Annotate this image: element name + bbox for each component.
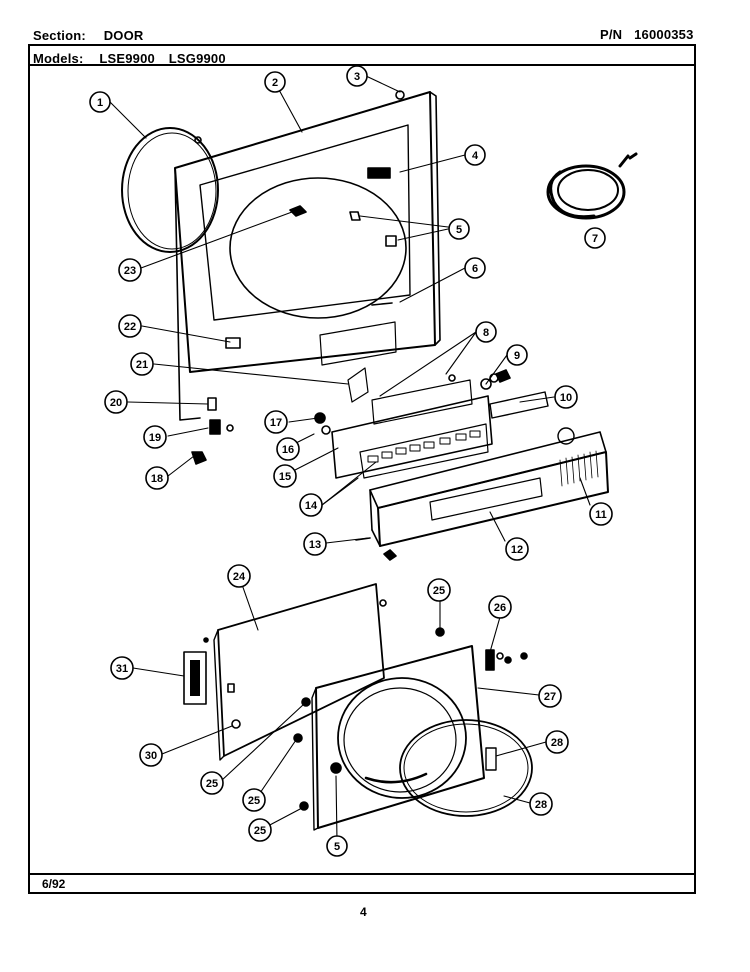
- callout-28b-text: 28: [535, 799, 547, 811]
- callout-25d: 25: [248, 818, 272, 842]
- callout-21-text: 21: [136, 359, 148, 371]
- callout-25a: 25: [427, 578, 451, 602]
- callout-14-text: 14: [305, 500, 318, 512]
- callout-13: 13: [303, 532, 327, 556]
- callout-5-text: 5: [456, 224, 462, 236]
- callout-5b: 5: [326, 835, 348, 857]
- callout-23: 23: [118, 258, 142, 282]
- callout-19-text: 19: [149, 432, 161, 444]
- callout-15: 15: [273, 464, 297, 488]
- callout-12-text: 12: [511, 544, 523, 556]
- part-inner-door-panel: [183, 583, 387, 761]
- callout-18: 18: [145, 466, 169, 490]
- callout-11: 11: [589, 502, 613, 526]
- callout-18-text: 18: [151, 473, 163, 485]
- part-number-line: P/N 16000353: [600, 27, 694, 42]
- callout-31-text: 31: [116, 663, 128, 675]
- callout-20-text: 20: [110, 397, 122, 409]
- model-1: LSE9900: [99, 51, 155, 66]
- pn-value: 16000353: [634, 27, 694, 42]
- callout-25d-text: 25: [254, 825, 266, 837]
- callout-25b-text: 25: [206, 778, 218, 790]
- section-value: DOOR: [103, 28, 144, 43]
- callout-19: 19: [143, 425, 167, 449]
- callout-30: 30: [139, 743, 163, 767]
- callout-30-text: 30: [145, 750, 157, 762]
- callout-20: 20: [104, 390, 128, 414]
- callout-labels: 1 2 3 4 5 6 7 8 9 10 11 12 13 14 15 16 1…: [0, 0, 613, 857]
- callout-4-text: 4: [472, 150, 479, 162]
- callout-3-text: 3: [354, 71, 360, 83]
- callout-25a-text: 25: [433, 585, 445, 597]
- callout-23-text: 23: [124, 265, 136, 277]
- callout-5: 5: [448, 218, 470, 240]
- revision-date: 6/92: [42, 877, 66, 891]
- part-front-panel-frame: [174, 91, 441, 421]
- callout-27: 27: [538, 684, 562, 708]
- section-label: Section:: [33, 28, 86, 43]
- callout-8: 8: [475, 321, 497, 343]
- part-outer-door-panel: [293, 627, 533, 831]
- callout-9-text: 9: [514, 350, 520, 362]
- callout-17: 17: [264, 410, 288, 434]
- callout-28a-text: 28: [551, 737, 563, 749]
- part-control-board: [314, 369, 549, 479]
- header-divider: [28, 64, 696, 66]
- callout-25c-text: 25: [248, 795, 260, 807]
- callout-6-text: 6: [472, 263, 478, 275]
- callout-16-text: 16: [282, 444, 294, 456]
- callout-1: 1: [89, 91, 111, 113]
- diagram-frame: [28, 44, 696, 894]
- frame-bracket-hardware: [191, 90, 405, 465]
- callout-14: 14: [299, 493, 323, 517]
- callout-10: 10: [554, 385, 578, 409]
- callout-1-text: 1: [97, 97, 103, 109]
- callout-26: 26: [488, 595, 512, 619]
- callout-13-text: 13: [309, 539, 321, 551]
- pn-label: P/N: [600, 27, 623, 42]
- callout-28a: 28: [545, 730, 569, 754]
- page-number: 4: [360, 905, 367, 919]
- callout-26-text: 26: [494, 602, 506, 614]
- part-gasket-ring: [121, 127, 219, 253]
- part-console-panel: [355, 427, 609, 561]
- callout-7: 7: [584, 227, 606, 249]
- model-2: LSG9900: [168, 51, 226, 66]
- models-label: Models:: [33, 51, 84, 66]
- callout-22: 22: [118, 314, 142, 338]
- callout-16: 16: [276, 437, 300, 461]
- leader-lines: [109, 75, 591, 842]
- part-wire-harness: [546, 152, 638, 220]
- callout-6: 6: [464, 257, 486, 279]
- callout-24-text: 24: [233, 571, 246, 583]
- callout-17-text: 17: [270, 417, 282, 429]
- callout-10-text: 10: [560, 392, 572, 404]
- callout-3: 3: [346, 65, 368, 87]
- section-line: Section: DOOR: [33, 28, 144, 43]
- models-line: Models: LSE9900 LSG9900: [33, 51, 236, 66]
- callout-8-text: 8: [483, 327, 489, 339]
- callout-25c: 25: [242, 788, 266, 812]
- callout-24: 24: [227, 564, 251, 588]
- callout-12: 12: [505, 537, 529, 561]
- callout-31: 31: [110, 656, 134, 680]
- callout-5b-text: 5: [334, 841, 340, 853]
- callout-29: 29: [0, 0, 12, 3]
- footer-divider: [28, 873, 696, 875]
- callout-2: 2: [264, 71, 286, 93]
- callout-7-text: 7: [592, 233, 598, 245]
- callout-27-text: 27: [544, 691, 556, 703]
- callout-28b: 28: [529, 792, 553, 816]
- callout-4: 4: [464, 144, 486, 166]
- callout-15-text: 15: [279, 471, 291, 483]
- callout-21: 21: [130, 352, 154, 376]
- callout-9: 9: [506, 344, 528, 366]
- callout-2-text: 2: [272, 77, 278, 89]
- callout-25b: 25: [200, 771, 224, 795]
- callout-11-text: 11: [595, 509, 607, 521]
- callout-22-text: 22: [124, 321, 136, 333]
